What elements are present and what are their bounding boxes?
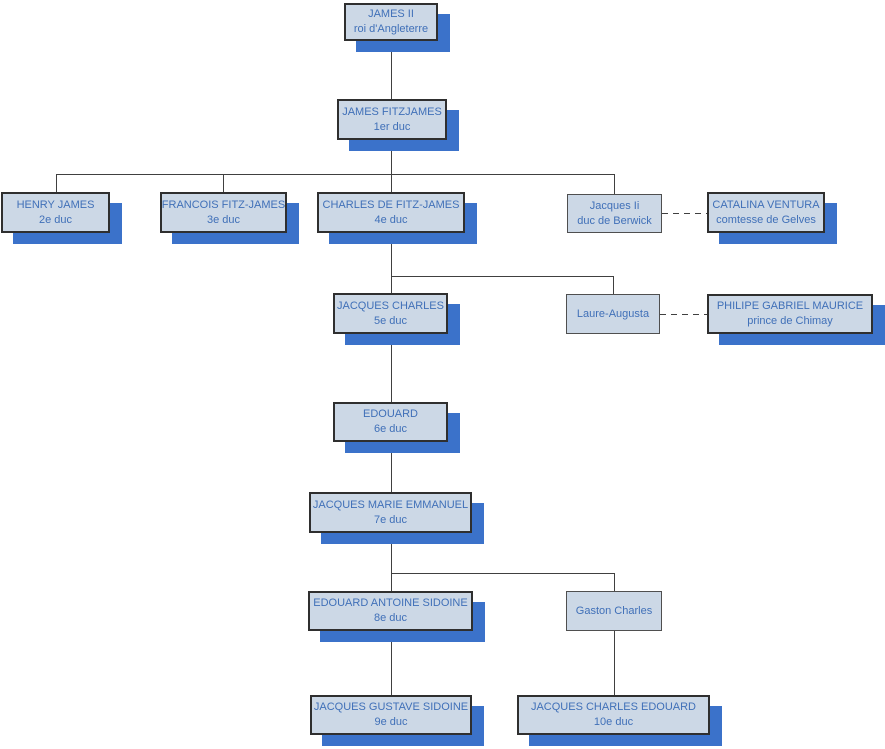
person-node-philipe-gabriel-maurice[interactable]: PHILIPE GABRIEL MAURICE prince de Chimay (707, 294, 873, 334)
person-name: JACQUES CHARLES EDOUARD (530, 701, 697, 713)
person-node-jacques-ii[interactable]: Jacques Ii duc de Berwick (567, 194, 662, 233)
family-connector-line (391, 276, 613, 277)
person-node-james-ii[interactable]: JAMES II roi d'Angleterre (344, 3, 438, 41)
person-name: Gaston Charles (575, 604, 653, 617)
family-connector-line (391, 276, 392, 293)
family-connector-line (391, 573, 614, 574)
person-title: 3e duc (206, 213, 241, 226)
person-node-jacques-marie-emmanuel[interactable]: JACQUES MARIE EMMANUEL 7e duc (309, 492, 472, 533)
person-name: HENRY JAMES (16, 198, 95, 211)
person-title: 2e duc (38, 213, 73, 226)
person-name: EDOUARD (362, 408, 418, 420)
marriage-dashed-connector (660, 314, 707, 315)
person-title: prince de Chimay (747, 315, 833, 327)
family-connector-line (391, 631, 392, 695)
family-connector-line (391, 533, 392, 573)
person-title: duc de Berwick (577, 214, 652, 227)
family-connector-line (391, 334, 392, 402)
person-node-charles-de-fitz-james[interactable]: CHARLES DE FITZ-JAMES 4e duc (317, 192, 465, 233)
person-title: 1er duc (373, 120, 411, 133)
family-connector-line (391, 573, 392, 591)
person-node-edouard-antoine-sidoine[interactable]: EDOUARD ANTOINE SIDOINE 8e duc (308, 591, 473, 631)
person-name: PHILIPE GABRIEL MAURICE (716, 300, 864, 312)
person-name: JACQUES MARIE EMMANUEL (312, 498, 469, 511)
person-title: 7e duc (373, 513, 408, 526)
person-node-edouard[interactable]: EDOUARD 6e duc (333, 402, 448, 442)
marriage-dashed-connector (662, 213, 707, 214)
person-name: JACQUES CHARLES (337, 299, 444, 312)
family-connector-line (614, 573, 615, 591)
person-name: JACQUES GUSTAVE SIDOINE (313, 701, 469, 713)
person-node-jacques-charles[interactable]: JACQUES CHARLES 5e duc (333, 293, 448, 334)
family-connector-line (391, 174, 392, 192)
person-node-henry-james[interactable]: HENRY JAMES 2e duc (1, 192, 110, 233)
family-connector-line (391, 140, 392, 174)
person-title: 6e duc (373, 423, 408, 435)
family-connector-line (614, 631, 615, 695)
person-name: CATALINA VENTURA (712, 198, 820, 211)
person-node-jacques-charles-edouard[interactable]: JACQUES CHARLES EDOUARD 10e duc (517, 695, 710, 735)
person-node-laure-augusta[interactable]: Laure-Augusta (566, 294, 660, 334)
person-title: 4e duc (374, 213, 408, 226)
family-connector-line (56, 174, 614, 175)
person-name: FRANCOIS FITZ-JAMES (161, 198, 286, 211)
person-name: JAMES FITZJAMES (342, 105, 442, 118)
family-connector-line (391, 41, 392, 99)
person-node-jacques-gustave-sidoine[interactable]: JACQUES GUSTAVE SIDOINE 9e duc (310, 695, 472, 735)
family-connector-line (614, 174, 615, 194)
person-name: JAMES II (368, 8, 414, 20)
family-connector-line (613, 276, 614, 294)
person-node-james-fitzjames[interactable]: JAMES FITZJAMES 1er duc (337, 99, 447, 140)
person-title: 9e duc (374, 716, 408, 728)
person-name: Jacques Ii (589, 199, 640, 212)
person-name: CHARLES DE FITZ-JAMES (322, 198, 460, 211)
person-title: 5e duc (373, 314, 408, 327)
family-connector-line (56, 174, 57, 192)
person-name: EDOUARD ANTOINE SIDOINE (313, 597, 468, 609)
person-title: comtesse de Gelves (716, 213, 816, 226)
family-connector-line (391, 442, 392, 492)
person-title: 8e duc (373, 612, 408, 624)
person-name: Laure-Augusta (576, 307, 650, 320)
family-connector-line (223, 174, 224, 192)
person-title: 10e duc (593, 716, 634, 728)
family-connector-line (391, 233, 392, 276)
person-title: roi d'Angleterre (353, 23, 429, 35)
person-node-gaston-charles[interactable]: Gaston Charles (566, 591, 662, 631)
person-node-francois-fitz-james[interactable]: FRANCOIS FITZ-JAMES 3e duc (160, 192, 287, 233)
person-node-catalina-ventura[interactable]: CATALINA VENTURA comtesse de Gelves (707, 192, 825, 233)
